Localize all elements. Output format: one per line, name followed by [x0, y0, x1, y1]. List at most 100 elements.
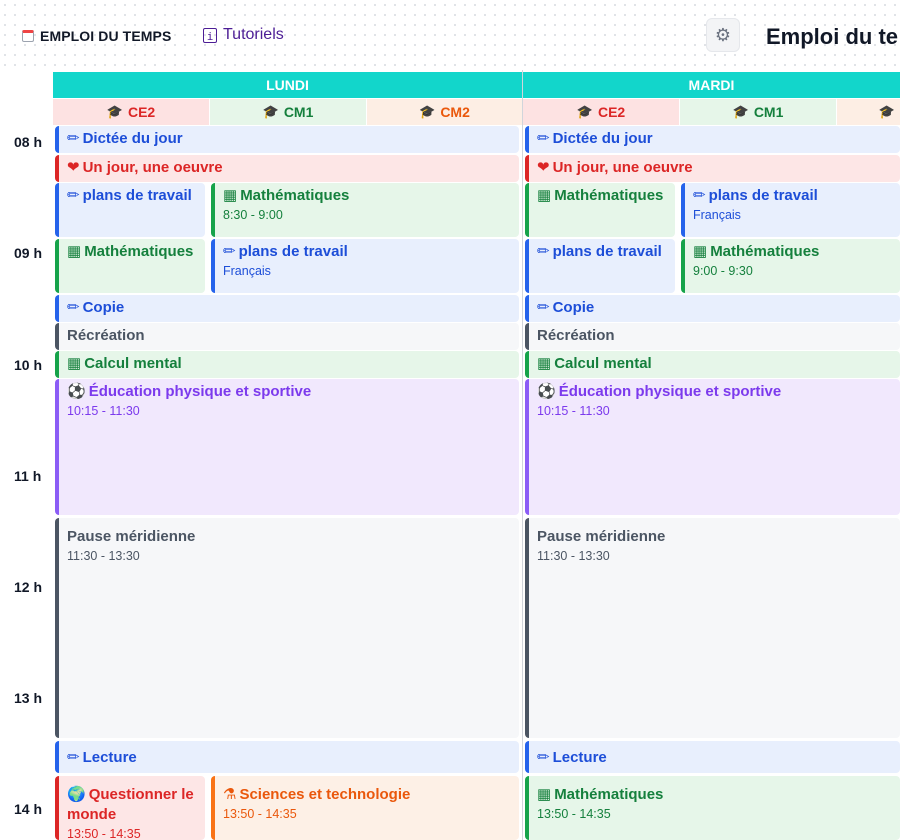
event-time: 13:50 - 14:35: [537, 807, 611, 821]
event-recreation[interactable]: Récréation: [55, 323, 519, 350]
event-title: Pause méridienne: [537, 528, 666, 545]
settings-button[interactable]: ⚙: [706, 18, 740, 52]
abacus-icon: ▦: [693, 243, 708, 260]
event-mathematiques[interactable]: ▦Mathématiques 8:30 - 9:00: [211, 183, 519, 237]
event-time: 8:30 - 9:00: [223, 208, 283, 222]
event-recreation[interactable]: Récréation: [525, 323, 900, 350]
class-label: CM1: [753, 104, 784, 120]
graduation-cap-icon: 🎓: [732, 104, 749, 119]
abacus-icon: ▦: [67, 243, 82, 260]
event-title: Récréation: [537, 327, 615, 344]
info-icon: i: [203, 27, 217, 43]
event-un-jour-une-oeuvre[interactable]: ❤Un jour, une oeuvre: [55, 155, 519, 182]
event-title: Éducation physique et sportive: [558, 383, 782, 400]
soccer-ball-icon: ⚽: [67, 383, 86, 400]
day-divider: [522, 70, 523, 840]
event-title: Lecture: [552, 749, 607, 766]
timetable-grid: LUNDI MARDI 🎓 CE2 🎓 CM1 🎓 CM2 🎓 CE2 🎓 CM…: [0, 70, 900, 840]
hour-label: 12 h: [14, 579, 43, 595]
event-mathematiques[interactable]: ▦Mathématiques: [55, 239, 205, 293]
event-calcul-mental[interactable]: ▦Calcul mental: [55, 351, 519, 378]
event-title: Questionner le monde: [67, 786, 194, 823]
brand-link[interactable]: EMPLOI DU TEMPS: [22, 28, 171, 44]
event-mathematiques[interactable]: ▦Mathématiques: [525, 183, 675, 237]
event-sciences-et-technologie[interactable]: ⚗Sciences et technologie 13:50 - 14:35: [211, 776, 519, 840]
class-header-cm1[interactable]: 🎓 CM1: [680, 99, 836, 125]
event-title: Récréation: [67, 327, 145, 344]
event-title: Dictée du jour: [82, 130, 183, 147]
event-eps[interactable]: ⚽Éducation physique et sportive 10:15 - …: [55, 379, 519, 515]
event-lecture[interactable]: ✏Lecture: [55, 741, 519, 773]
event-time: 10:15 - 11:30: [67, 404, 140, 418]
pencil-icon: ✏: [537, 130, 550, 147]
event-pause-meridienne[interactable]: Pause méridienne 11:30 - 13:30: [525, 518, 900, 738]
pencil-icon: ✏: [67, 187, 80, 204]
pencil-icon: ✏: [67, 130, 80, 147]
event-dictee[interactable]: ✏Dictée du jour: [525, 126, 900, 153]
event-mathematiques[interactable]: ▦Mathématiques 13:50 - 14:35: [525, 776, 900, 840]
event-calcul-mental[interactable]: ▦Calcul mental: [525, 351, 900, 378]
flask-icon: ⚗: [223, 786, 237, 803]
event-title: plans de travail: [552, 243, 662, 260]
event-plans-de-travail[interactable]: ✏plans de travail Français: [211, 239, 519, 293]
class-header-cm2[interactable]: 🎓: [837, 99, 900, 125]
event-title: Copie: [552, 299, 595, 316]
brand-label: EMPLOI DU TEMPS: [40, 28, 172, 44]
class-label: CM2: [440, 104, 470, 120]
abacus-icon: ▦: [537, 187, 552, 204]
event-title: Dictée du jour: [552, 130, 653, 147]
event-subject: Français: [693, 208, 741, 222]
pencil-icon: ✏: [693, 187, 706, 204]
event-title: Mathématiques: [710, 243, 820, 260]
event-title: Mathématiques: [554, 786, 664, 803]
class-header-cm2[interactable]: 🎓 CM2: [367, 99, 522, 125]
event-dictee[interactable]: ✏Dictée du jour: [55, 126, 519, 153]
event-title: Mathématiques: [240, 187, 350, 204]
graduation-cap-icon: 🎓: [576, 104, 593, 119]
event-plans-de-travail[interactable]: ✏plans de travail: [55, 183, 205, 237]
pencil-icon: ✏: [67, 749, 80, 766]
dotted-background: [0, 0, 900, 70]
event-title: Mathématiques: [554, 187, 664, 204]
event-pause-meridienne[interactable]: Pause méridienne 11:30 - 13:30: [55, 518, 519, 738]
class-header-ce2[interactable]: 🎓 CE2: [53, 99, 209, 125]
event-mathematiques[interactable]: ▦Mathématiques 9:00 - 9:30: [681, 239, 900, 293]
event-plans-de-travail[interactable]: ✏plans de travail Français: [681, 183, 900, 237]
hour-label: 08 h: [14, 134, 43, 150]
event-time: 13:50 - 14:35: [223, 807, 297, 821]
class-label: CE2: [597, 104, 626, 120]
tutorials-label: Tutoriels: [223, 26, 284, 43]
heart-icon: ❤: [67, 159, 80, 176]
abacus-icon: ▦: [537, 786, 552, 803]
event-copie[interactable]: ✏Copie: [55, 295, 519, 322]
pencil-icon: ✏: [537, 299, 550, 316]
hour-label: 09 h: [14, 245, 43, 261]
event-title: plans de travail: [238, 243, 348, 260]
event-title: Éducation physique et sportive: [88, 383, 312, 400]
event-questionner-le-monde[interactable]: 🌍Questionner le monde 13:50 - 14:35: [55, 776, 205, 840]
tutorials-link[interactable]: i Tutoriels: [203, 26, 284, 44]
abacus-icon: ▦: [223, 187, 238, 204]
class-header-ce2[interactable]: 🎓 CE2: [523, 99, 679, 125]
event-title: plans de travail: [708, 187, 818, 204]
event-time: 10:15 - 11:30: [537, 404, 610, 418]
hour-label: 13 h: [14, 690, 43, 706]
graduation-cap-icon: 🎓: [419, 104, 436, 119]
class-header-cm1[interactable]: 🎓 CM1: [210, 99, 366, 125]
soccer-ball-icon: ⚽: [537, 383, 556, 400]
event-un-jour-une-oeuvre[interactable]: ❤Un jour, une oeuvre: [525, 155, 900, 182]
event-lecture[interactable]: ✏Lecture: [525, 741, 900, 773]
class-label: CE2: [127, 104, 156, 120]
graduation-cap-icon: 🎓: [878, 104, 895, 119]
event-plans-de-travail[interactable]: ✏plans de travail: [525, 239, 675, 293]
page-title: Emploi du te: [766, 24, 898, 49]
event-time: 13:50 - 14:35: [67, 827, 141, 840]
class-label: CM1: [283, 104, 314, 120]
event-title: Copie: [82, 299, 125, 316]
abacus-icon: ▦: [67, 355, 82, 372]
event-copie[interactable]: ✏Copie: [525, 295, 900, 322]
event-eps[interactable]: ⚽Éducation physique et sportive 10:15 - …: [525, 379, 900, 515]
day-header-mardi: MARDI: [523, 72, 900, 98]
event-title: Un jour, une oeuvre: [552, 159, 693, 176]
event-title: Pause méridienne: [67, 528, 196, 545]
